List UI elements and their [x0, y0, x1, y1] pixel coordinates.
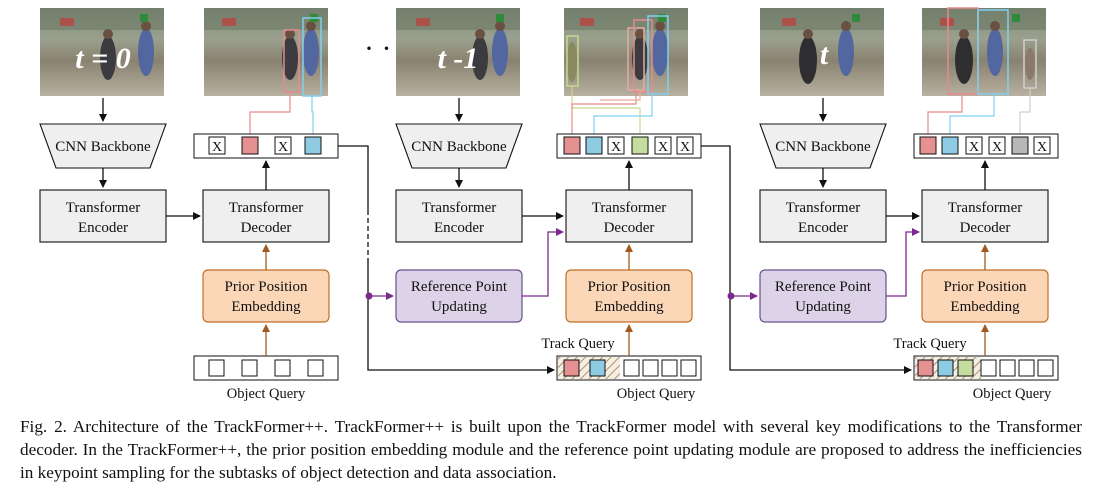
query-slot-gray [1011, 136, 1029, 155]
svg-text:Decoder: Decoder [960, 220, 1011, 236]
reference-point-updating-t: Reference Point Updating [759, 269, 887, 323]
svg-text:Transformer: Transformer [592, 200, 666, 216]
junction-dot [727, 292, 735, 300]
frame-image-detections-t [922, 7, 1046, 96]
query-slot-blue [585, 136, 603, 155]
svg-text:Transformer: Transformer [948, 200, 1022, 216]
query-slot-blue [941, 136, 959, 155]
cnn-backbone-t: CNN Backbone [759, 123, 887, 169]
empty-slot [607, 136, 625, 155]
frame-image-detections-t0 [204, 8, 328, 97]
object-query-row-t0 [193, 355, 339, 381]
svg-text:Embedding: Embedding [594, 299, 664, 315]
empty-slot-mark: X [1037, 140, 1047, 155]
svg-text:Updating: Updating [431, 299, 487, 315]
svg-text:Decoder: Decoder [241, 220, 292, 236]
svg-text:Transformer: Transformer [422, 200, 496, 216]
query-slot-green [631, 136, 649, 155]
prior-position-embedding-t-1: Prior Position Embedding [565, 269, 693, 323]
transformer-decoder-t-1: Transformer Decoder [565, 189, 693, 243]
track-query-slot-green [957, 359, 974, 377]
prior-position-embedding-t: Prior Position Embedding [921, 269, 1049, 323]
svg-text:Transformer: Transformer [229, 200, 303, 216]
frame-image-detections-t-1 [564, 8, 688, 96]
empty-slot-mark: X [658, 140, 668, 155]
empty-slot-mark: X [992, 140, 1002, 155]
svg-text:Transformer: Transformer [786, 200, 860, 216]
cnn-backbone-t0: CNN Backbone [39, 123, 167, 169]
track-query-label: Track Query [893, 336, 967, 352]
prior-embedding-arrows [262, 244, 989, 356]
transformer-encoder-t0: Transformer Encoder [39, 189, 167, 243]
svg-text:Encoder: Encoder [78, 220, 128, 236]
output-queries-t-1: X X X [556, 133, 702, 159]
frame-image-t-1: t -1 [396, 8, 520, 96]
architecture-diagram: t = 0 · · · t -1 [39, 7, 1059, 402]
track-query-slot-red [917, 359, 934, 377]
svg-text:CNN Backbone: CNN Backbone [55, 139, 151, 155]
reference-point-updating-t-1: Reference Point Updating [395, 269, 523, 323]
track-query-slot-blue [937, 359, 954, 377]
svg-text:Reference Point: Reference Point [411, 279, 508, 295]
empty-slot [1033, 136, 1051, 155]
svg-text:Embedding: Embedding [950, 299, 1020, 315]
transformer-encoder-t: Transformer Encoder [759, 189, 887, 243]
query-slot-red [563, 136, 581, 155]
detection-box-red [633, 19, 653, 93]
junction-dot [365, 292, 373, 300]
detection-box-blue [647, 15, 669, 95]
svg-text:CNN Backbone: CNN Backbone [411, 139, 507, 155]
svg-text:Transformer: Transformer [66, 200, 140, 216]
prior-position-embedding-t0: Prior Position Embedding [202, 269, 330, 323]
track-object-query-row-t [913, 355, 1059, 381]
reference-update-arrows [370, 228, 920, 300]
empty-slot [965, 136, 983, 155]
frame-time-label: t [820, 38, 830, 71]
empty-slot [274, 136, 292, 155]
frame-image-t: t [760, 8, 884, 96]
svg-text:CNN Backbone: CNN Backbone [775, 139, 871, 155]
svg-text:Prior Position: Prior Position [588, 279, 671, 295]
frame-time-label: t -1 [438, 42, 479, 75]
query-slot-red [919, 136, 937, 155]
cnn-backbone-t-1: CNN Backbone [395, 123, 523, 169]
query-slot-blue [304, 136, 322, 155]
transformer-decoder-t: Transformer Decoder [921, 189, 1049, 243]
track-query-slot-blue [589, 359, 606, 377]
object-query-label: Object Query [973, 386, 1052, 402]
transformer-encoder-t-1: Transformer Encoder [395, 189, 523, 243]
empty-slot [988, 136, 1006, 155]
svg-text:Reference Point: Reference Point [775, 279, 872, 295]
empty-slot-mark: X [969, 140, 979, 155]
object-query-label: Object Query [227, 386, 306, 402]
transformer-decoder-t0: Transformer Decoder [202, 189, 330, 243]
frame-time-label: t = 0 [75, 42, 130, 75]
output-queries-t0: X X [193, 133, 339, 159]
svg-text:Decoder: Decoder [604, 220, 655, 236]
svg-text:Prior Position: Prior Position [944, 279, 1027, 295]
empty-slot-mark: X [680, 140, 690, 155]
track-query-slot-red [563, 359, 580, 377]
output-queries-t: X X X [913, 133, 1059, 159]
empty-slot [676, 136, 694, 155]
empty-slot-mark: X [278, 140, 288, 155]
detection-box-red [283, 29, 300, 93]
track-object-query-row-t-1 [556, 355, 702, 381]
svg-text:Encoder: Encoder [798, 220, 848, 236]
svg-text:Updating: Updating [795, 299, 851, 315]
empty-slot [208, 136, 226, 155]
detection-box-blue [977, 9, 1009, 95]
track-query-label: Track Query [541, 336, 615, 352]
query-slot-red [241, 136, 259, 155]
svg-text:Prior Position: Prior Position [225, 279, 308, 295]
svg-text:Embedding: Embedding [231, 299, 301, 315]
object-query-label: Object Query [617, 386, 696, 402]
detection-connectors [249, 86, 1031, 136]
empty-slot [654, 136, 672, 155]
frame-image-t0: t = 0 [40, 8, 164, 96]
empty-slot-mark: X [611, 140, 621, 155]
svg-text:Encoder: Encoder [434, 220, 484, 236]
empty-slot-mark: X [212, 140, 222, 155]
figure-caption: Fig. 2. Architecture of the TrackFormer+… [20, 417, 1082, 482]
